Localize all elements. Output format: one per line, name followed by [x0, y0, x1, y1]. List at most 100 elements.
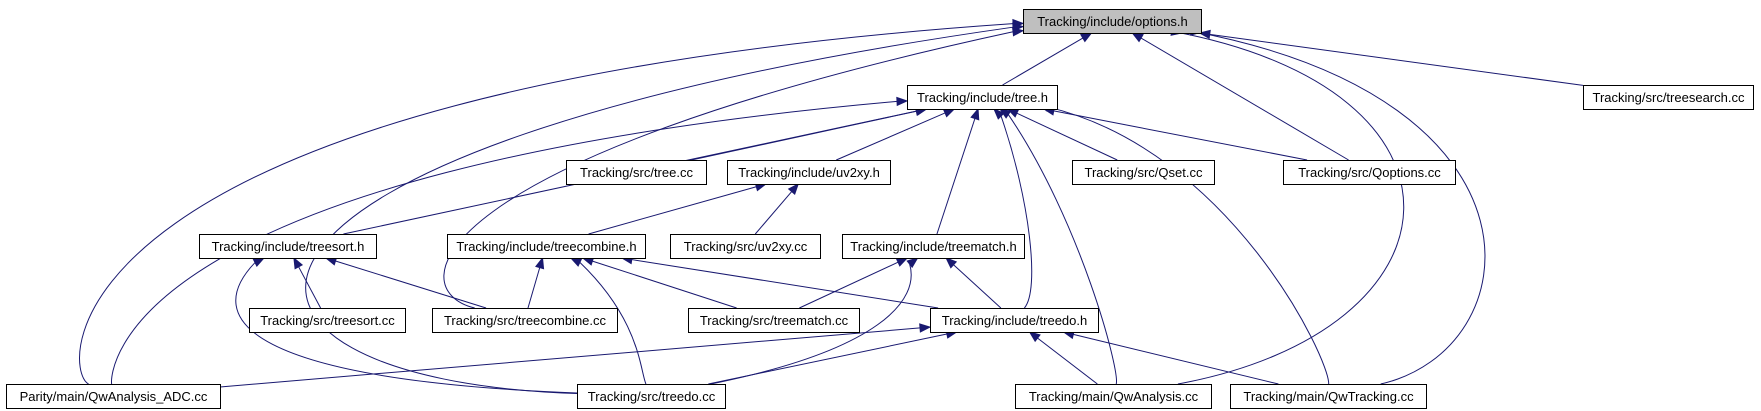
- edge-qwanalysis_cc-to-tree_h: [998, 108, 1117, 385]
- node-box[interactable]: [688, 308, 860, 333]
- edge-qwtracking_cc-to-tree_h: [1045, 102, 1330, 385]
- node-box[interactable]: [6, 384, 221, 409]
- node-label: Tracking/main/QwTracking.cc: [1243, 389, 1414, 404]
- node-box[interactable]: [447, 234, 646, 259]
- edge-treedo_h-to-treematch_h: [945, 257, 1002, 309]
- node-box[interactable]: [249, 308, 406, 333]
- node-box[interactable]: [670, 234, 821, 259]
- node-uv2xy-h[interactable]: Tracking/include/uv2xy.h: [727, 160, 891, 185]
- edge-treecombine_h-to-uv2xy_h: [588, 182, 768, 235]
- arrowhead-icon: [787, 182, 800, 196]
- node-label: Tracking/src/treedo.cc: [588, 389, 716, 404]
- edge-line: [443, 31, 1014, 309]
- node-treematch-cc[interactable]: Tracking/src/treematch.cc: [688, 308, 860, 333]
- arrowhead-icon: [293, 256, 304, 270]
- arrowhead-icon: [945, 257, 958, 269]
- node-label: Tracking/src/Qoptions.cc: [1298, 165, 1441, 180]
- edge-line: [936, 118, 976, 235]
- node-box[interactable]: [907, 85, 1058, 110]
- node-label: Tracking/src/treecombine.cc: [444, 313, 607, 328]
- edge-line: [1073, 333, 1279, 385]
- edge-line: [1046, 106, 1330, 385]
- node-label: Tracking/src/treesort.cc: [260, 313, 395, 328]
- node-treesort-h[interactable]: Tracking/include/treesort.h: [199, 234, 377, 259]
- edge-line: [335, 260, 487, 309]
- node-box[interactable]: [930, 308, 1099, 333]
- node-label: Tracking/src/treesearch.cc: [1593, 90, 1745, 105]
- node-box[interactable]: [1015, 384, 1212, 409]
- arrowhead-icon: [1080, 32, 1093, 43]
- edge-line: [305, 26, 1014, 395]
- arrowhead-icon: [1012, 22, 1025, 32]
- edge-line: [1190, 30, 1486, 385]
- node-treematch-h[interactable]: Tracking/include/treematch.h: [842, 234, 1025, 259]
- node-box[interactable]: [432, 308, 618, 333]
- arrowhead-icon: [970, 107, 980, 121]
- node-label: Parity/main/QwAnalysis_ADC.cc: [20, 389, 208, 404]
- node-treedo-cc[interactable]: Tracking/src/treedo.cc: [577, 384, 726, 409]
- edge-line: [710, 264, 912, 385]
- node-label: Tracking/include/tree.h: [917, 90, 1048, 105]
- edge-treedo_h-to-tree_h: [993, 108, 1033, 309]
- node-tree-cc[interactable]: Tracking/src/tree.cc: [566, 160, 707, 185]
- edge-treedo_h-to-treecombine_h: [620, 254, 939, 309]
- arrowhead-icon: [535, 256, 545, 270]
- node-treesort-cc[interactable]: Tracking/src/treesort.cc: [249, 308, 406, 333]
- edge-line: [298, 266, 322, 309]
- edge-treecombine_cc-to-treesort_h: [324, 256, 487, 309]
- node-box[interactable]: [566, 160, 707, 185]
- edge-treematch_cc-to-treecombine_h: [581, 256, 737, 309]
- edge-line: [79, 23, 1014, 385]
- node-label: Tracking/src/Qset.cc: [1085, 165, 1203, 180]
- arrowhead-icon: [1131, 32, 1144, 43]
- node-treesearch-cc[interactable]: Tracking/src/treesearch.cc: [1583, 85, 1754, 110]
- node-treedo-h[interactable]: Tracking/include/treedo.h: [930, 308, 1099, 333]
- node-uv2xy-cc[interactable]: Tracking/src/uv2xy.cc: [670, 234, 821, 259]
- node-qwanalysis-adc-cc[interactable]: Parity/main/QwAnalysis_ADC.cc: [6, 384, 221, 409]
- node-box[interactable]: [1283, 160, 1456, 185]
- node-box[interactable]: [1023, 9, 1202, 34]
- arrowhead-icon: [906, 257, 919, 269]
- node-box[interactable]: [199, 234, 377, 259]
- node-options-h[interactable]: Tracking/include/options.h: [1023, 9, 1202, 34]
- node-tree-h[interactable]: Tracking/include/tree.h: [907, 85, 1058, 110]
- edge-line: [1209, 33, 1584, 86]
- edge-treecombine_cc-to-treecombine_h: [527, 256, 545, 309]
- nodes-layer: Tracking/include/options.hTracking/inclu…: [6, 9, 1754, 409]
- node-qwtracking-cc[interactable]: Tracking/main/QwTracking.cc: [1230, 384, 1427, 409]
- edge-line: [1171, 30, 1405, 385]
- node-label: Tracking/include/treesort.h: [212, 239, 365, 254]
- node-qset-cc[interactable]: Tracking/src/Qset.cc: [1072, 160, 1215, 185]
- arrowhead-icon: [569, 257, 583, 267]
- arrowhead-icon: [942, 108, 956, 118]
- edge-line: [219, 327, 921, 388]
- arrowhead-icon: [896, 96, 909, 107]
- edge-line: [1002, 37, 1084, 86]
- node-qwanalysis-cc[interactable]: Tracking/main/QwAnalysis.cc: [1015, 384, 1212, 409]
- node-label: Tracking/src/tree.cc: [580, 165, 693, 180]
- arrowhead-icon: [998, 108, 1012, 119]
- edge-uv2xy_h-to-tree_h: [836, 108, 956, 161]
- edge-treedo_cc-to-options_h: [305, 22, 1025, 395]
- arrowhead-icon: [895, 257, 909, 267]
- edge-line: [836, 112, 946, 161]
- node-qoptions-cc[interactable]: Tracking/src/Qoptions.cc: [1283, 160, 1456, 185]
- edge-qwtracking_cc-to-treedo_h: [1062, 329, 1279, 385]
- node-treecombine-cc[interactable]: Tracking/src/treecombine.cc: [432, 308, 618, 333]
- edge-qset_cc-to-tree_h: [1006, 108, 1118, 161]
- node-label: Tracking/include/uv2xy.h: [738, 165, 880, 180]
- arrowhead-icon: [252, 257, 266, 267]
- edge-line: [1037, 337, 1098, 385]
- node-box[interactable]: [1583, 85, 1754, 110]
- node-box[interactable]: [727, 160, 891, 185]
- edge-treedo_cc-to-treematch_h: [710, 257, 919, 385]
- node-treecombine-h[interactable]: Tracking/include/treecombine.h: [447, 234, 646, 259]
- edge-line: [1007, 114, 1117, 385]
- edge-line: [1140, 37, 1349, 161]
- node-box[interactable]: [1230, 384, 1427, 409]
- node-box[interactable]: [842, 234, 1025, 259]
- node-box[interactable]: [577, 384, 726, 409]
- node-box[interactable]: [1072, 160, 1215, 185]
- edge-treedo_cc-to-treedo_h: [708, 329, 959, 385]
- edge-qoptions_cc-to-tree_h: [1042, 106, 1308, 161]
